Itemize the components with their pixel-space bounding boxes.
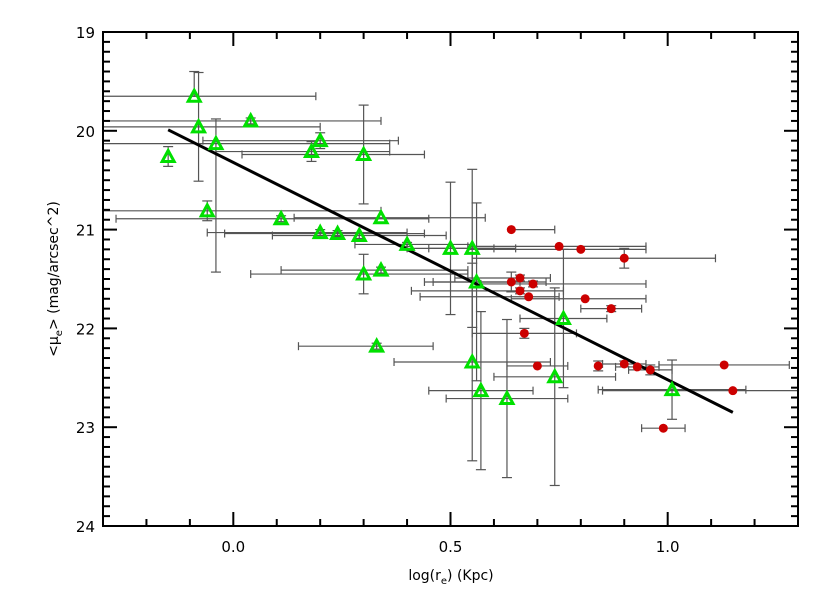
triangle-marker	[663, 380, 681, 397]
triangle-marker	[350, 226, 368, 243]
triangle-marker	[398, 235, 416, 251]
triangle-marker	[372, 260, 390, 277]
triangle-marker	[159, 147, 177, 163]
circle-marker	[532, 361, 542, 371]
circle-marker	[606, 304, 616, 314]
circle-marker	[576, 244, 586, 254]
circle-marker	[528, 279, 538, 289]
circle-marker	[580, 294, 590, 304]
circle-marker	[554, 241, 564, 251]
circle-marker	[619, 359, 629, 369]
triangle-marker	[272, 209, 290, 226]
triangle-marker	[468, 272, 486, 289]
x-tick-label: 0.0	[221, 538, 245, 556]
circle-marker	[524, 292, 534, 302]
triangle-marker	[329, 224, 347, 241]
x-tick-label: 0.5	[439, 538, 463, 556]
data-markers	[159, 87, 738, 433]
circle-marker	[515, 273, 525, 283]
y-tick-label: 22	[76, 320, 95, 338]
x-axis-label: log(re) (Kpc)	[408, 568, 493, 587]
triangle-marker	[546, 367, 564, 384]
triangle-marker	[472, 381, 490, 398]
error-bars	[102, 70, 799, 487]
circle-marker	[515, 286, 525, 296]
triangle-marker	[441, 239, 460, 255]
circle-marker	[645, 365, 655, 375]
triangle-marker	[368, 337, 386, 353]
triangle-marker	[355, 264, 373, 281]
circle-marker	[719, 360, 729, 370]
circle-marker	[632, 362, 642, 372]
triangle-marker	[498, 389, 516, 406]
y-tick-label: 24	[76, 518, 95, 536]
triangle-marker	[554, 309, 572, 326]
circle-marker	[593, 361, 603, 371]
y-tick-label: 21	[76, 222, 95, 240]
y-tick-label: 20	[76, 123, 95, 141]
axis-ticks: 0.0 0.5 1.0 19 20 21 22 23 24	[76, 24, 799, 556]
triangle-marker	[185, 87, 203, 103]
triangle-marker	[302, 142, 321, 159]
circle-marker	[658, 423, 668, 433]
triangle-marker	[372, 208, 390, 225]
circle-marker	[506, 225, 516, 235]
x-tick-label: 1.0	[656, 538, 680, 556]
circle-marker	[728, 386, 738, 396]
triangle-marker	[198, 201, 216, 218]
circle-marker	[619, 253, 629, 263]
y-tick-label: 23	[76, 419, 95, 437]
triangle-marker	[311, 223, 329, 240]
triangle-marker	[463, 239, 481, 255]
circle-marker	[519, 328, 529, 338]
triangle-marker	[355, 145, 373, 162]
y-axis-label: <μe> (mag/arcsec^2)	[46, 201, 65, 357]
triangle-marker	[311, 131, 329, 148]
triangle-marker	[207, 134, 225, 151]
triangle-marker	[190, 117, 208, 134]
y-tick-label: 19	[76, 24, 95, 42]
circle-marker	[506, 277, 516, 287]
triangle-marker	[242, 111, 260, 128]
triangle-marker	[463, 352, 481, 369]
